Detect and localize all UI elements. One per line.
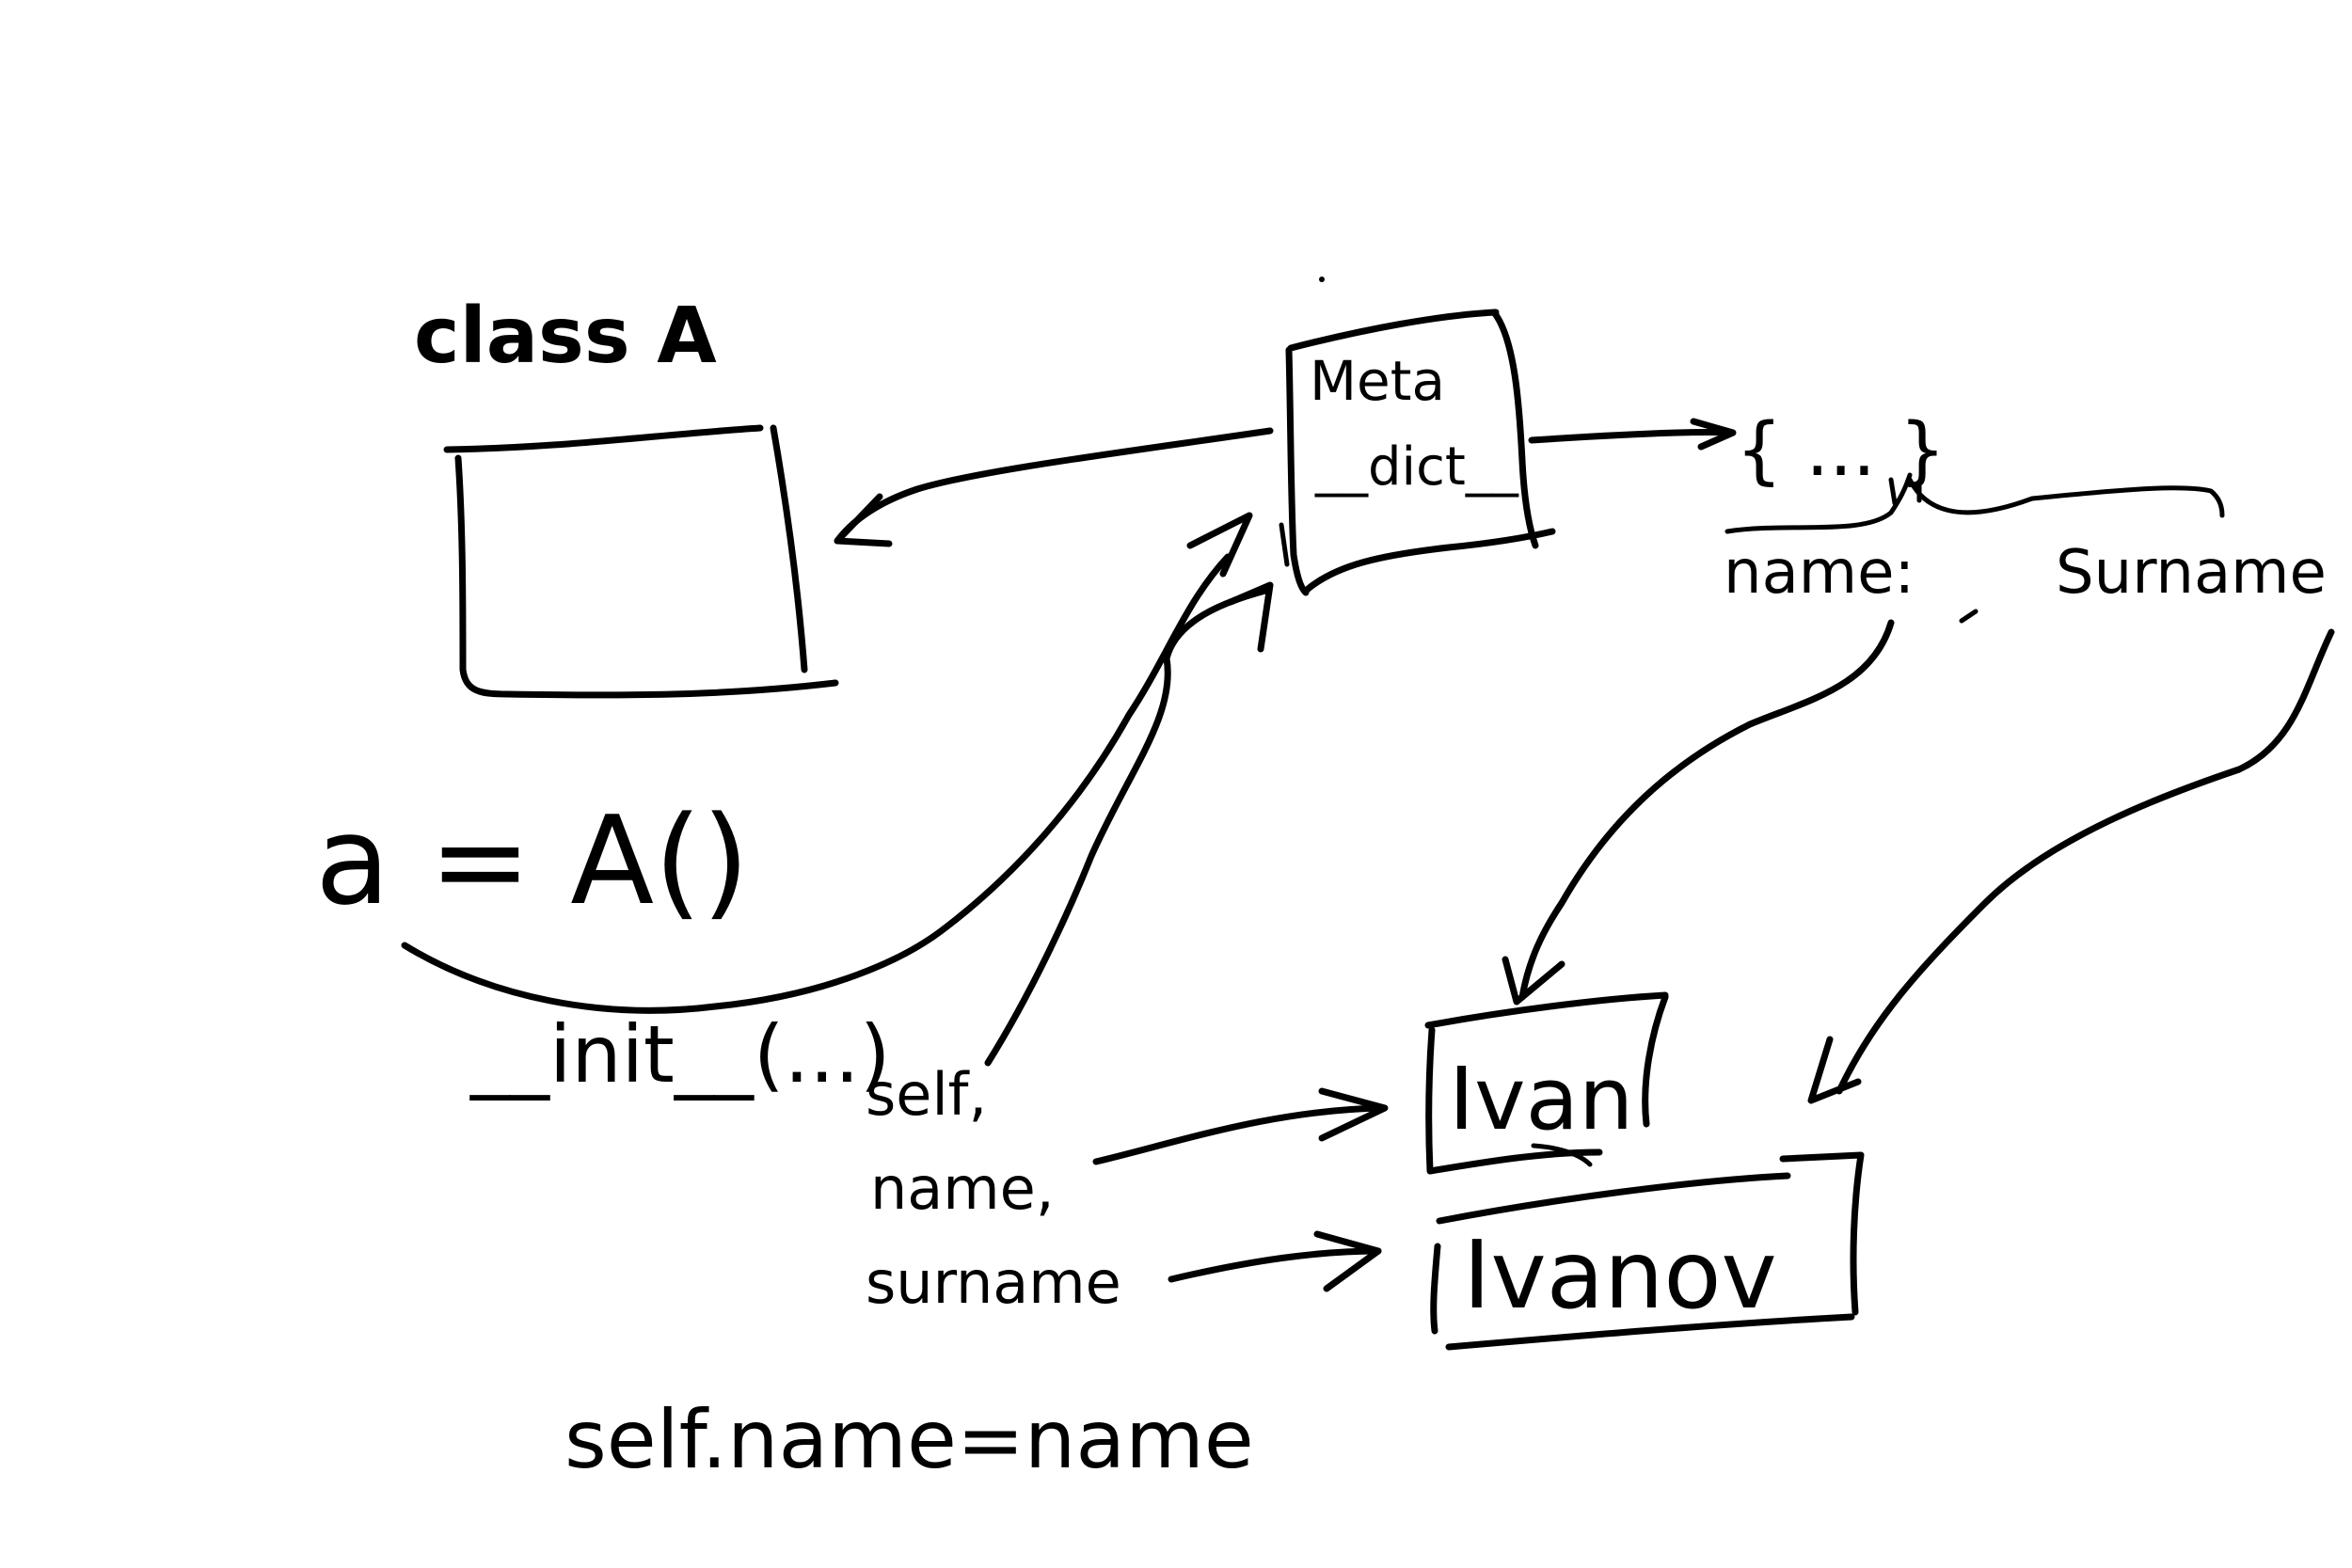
- ivanov-box: [1430, 1151, 1865, 1351]
- ivan-box: [1424, 991, 1669, 1175]
- dict-key-name: name:: [1724, 538, 1915, 608]
- stray-mark: [1319, 277, 1325, 282]
- dict-key-brackets: [1724, 472, 2225, 624]
- arrow-init-to-meta: [984, 581, 1274, 1067]
- value-surname: Ivanov: [1463, 1220, 1777, 1330]
- arrow-surname-to-ivanov: [1168, 1230, 1382, 1292]
- meta-box: [1279, 309, 1556, 596]
- instantiation-text: a = A(): [315, 789, 750, 932]
- arrow-meta-to-class: [834, 427, 1274, 547]
- init-call: __init__(...): [469, 1008, 891, 1101]
- param-surname: surname: [866, 1248, 1121, 1317]
- assignment-text: self.name=name: [564, 1393, 1254, 1487]
- arrow-instance-to-meta: [401, 512, 1253, 1014]
- arrow-dict-to-literal: [1528, 418, 1737, 451]
- meta-title: Meta: [1310, 349, 1445, 413]
- arrow-key-surname-to-ivanov: [1807, 628, 2335, 1104]
- arrow-name-to-ivan: [1092, 1087, 1389, 1165]
- dict-literal: { ... }: [1736, 408, 1946, 493]
- meta-dict-label: __dict__: [1314, 436, 1519, 498]
- dict-key-surname: Surname: [2056, 538, 2327, 608]
- class-title: class A: [414, 292, 717, 381]
- arrow-key-name-to-ivan: [1502, 619, 1895, 1006]
- class-box: [443, 424, 839, 699]
- value-name: Ivan: [1449, 1049, 1633, 1149]
- param-name: name,: [870, 1154, 1055, 1223]
- param-self: self,: [866, 1060, 987, 1129]
